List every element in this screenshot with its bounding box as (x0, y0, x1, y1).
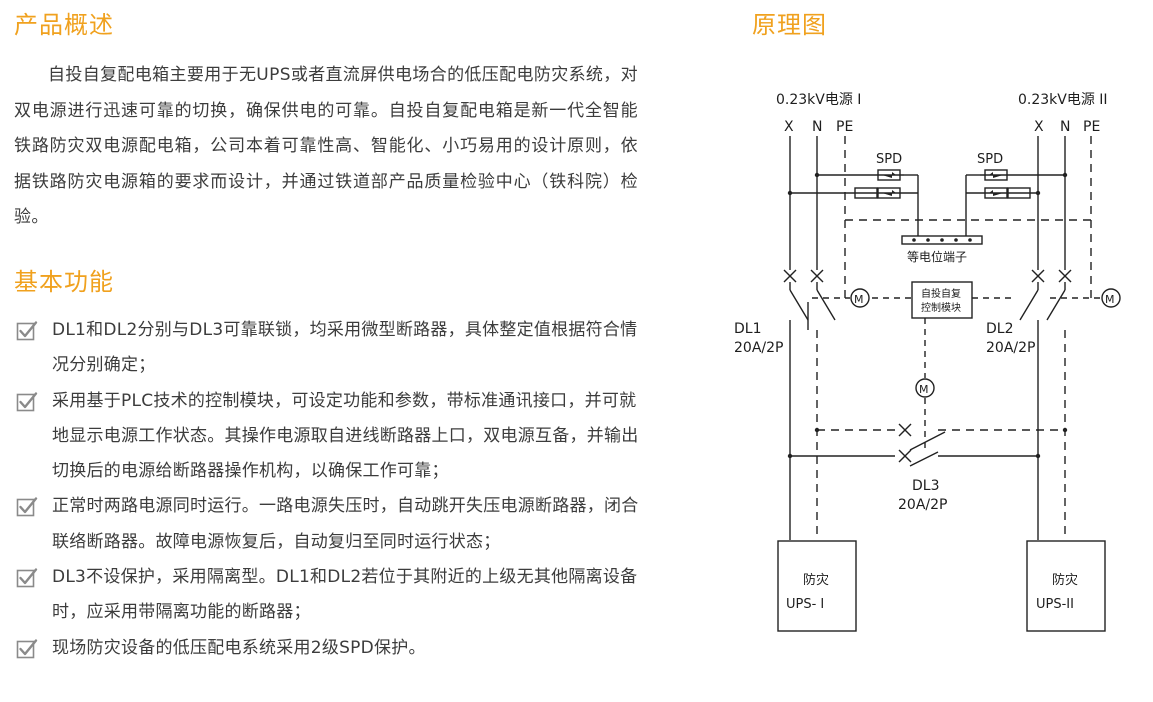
function-text: DL3不设保护，采用隔离型。DL1和DL2若位于其附近的上级无其他隔离设备时，应… (52, 567, 638, 623)
pe2-label: PE (1083, 119, 1100, 135)
spd-arrows (787, 172, 1068, 196)
n1-label: N (812, 119, 822, 135)
list-item: 正常时两路电源同时运行。一路电源失压时，自动跳开失压电源断路器，闭合联络断路器。… (14, 489, 642, 560)
breaker-contacts (783, 269, 1072, 283)
function-text: 采用基于PLC技术的控制模块，可设定功能和参数，带标准通讯接口，并可就地显示电源… (52, 390, 639, 482)
control-linkage (812, 281, 1121, 450)
module-label-line1: 自投自复 (921, 287, 961, 300)
ups2-label: 防灾 (1052, 572, 1078, 588)
ups1-name: UPS- I (786, 597, 824, 612)
list-item: 采用基于PLC技术的控制模块，可设定功能和参数，带标准通讯接口，并可就地显示电源… (14, 384, 642, 490)
junction-dots (787, 427, 1068, 459)
source1-label: 0.23kV电源 I (776, 92, 861, 108)
ups1-box (777, 540, 857, 632)
diagram-title: 原理图 (752, 11, 827, 39)
checkbox-checked-icon (16, 321, 38, 341)
dl1-label: DL1 (734, 321, 762, 337)
overview-title: 产品概述 (14, 11, 114, 39)
terminal-label: 等电位端子 (907, 249, 967, 264)
dl2-label: DL2 (986, 321, 1014, 337)
checkbox-checked-icon (16, 497, 38, 517)
x2-label: X (1034, 119, 1044, 135)
terminal-dots (912, 238, 972, 242)
motor2-label: M (1105, 293, 1115, 306)
list-item: 现场防灾设备的低压配电系统采用2级SPD保护。 (14, 631, 642, 666)
function-text: 现场防灾设备的低压配电系统采用2级SPD保护。 (52, 637, 426, 658)
module-label-line2: 控制模块 (921, 301, 961, 314)
checkbox-checked-icon (16, 391, 38, 411)
dl2-rating: 20A/2P (986, 340, 1035, 356)
n2-label: N (1060, 119, 1070, 135)
checkbox-checked-icon (16, 638, 38, 658)
function-list: DL1和DL2分别与DL3可靠联锁，均采用微型断路器，具体整定值根据符合情况分别… (14, 313, 642, 666)
dl1-rating: 20A/2P (734, 340, 783, 356)
schematic-diagram: 0.23kV电源 I 0.23kV电源 II X N PE X N PE (734, 92, 1121, 632)
spd1-label: SPD (876, 152, 902, 167)
wiring (789, 136, 1066, 321)
spd2-label: SPD (977, 152, 1003, 167)
list-item: DL3不设保护，采用隔离型。DL1和DL2若位于其附近的上级无其他隔离设备时，应… (14, 560, 642, 631)
spd-section (790, 169, 1091, 236)
tie-breaker (790, 423, 1065, 467)
ups2-name: UPS-II (1036, 597, 1074, 612)
ups2-box (1026, 540, 1106, 632)
equipotential-terminal (901, 235, 983, 245)
dl3-label: DL3 (912, 478, 940, 494)
ups1-label: 防灾 (803, 572, 829, 588)
motor3-label: M (919, 383, 929, 396)
source2-label: 0.23kV电源 II (1018, 92, 1108, 108)
dl3-rating: 20A/2P (898, 497, 947, 513)
function-text: DL1和DL2分别与DL3可靠联锁，均采用微型断路器，具体整定值根据符合情况分别… (52, 320, 638, 376)
functions-title: 基本功能 (14, 268, 114, 296)
pe1-label: PE (836, 119, 853, 135)
x1-label: X (784, 119, 794, 135)
motor1-label: M (854, 293, 864, 306)
overview-text: 自投自复配电箱主要用于无UPS或者直流屏供电场合的低压配电防灾系统，对双电源进行… (14, 65, 638, 227)
checkbox-checked-icon (16, 568, 38, 588)
list-item: DL1和DL2分别与DL3可靠联锁，均采用微型断路器，具体整定值根据符合情况分别… (14, 313, 642, 384)
function-text: 正常时两路电源同时运行。一路电源失压时，自动跳开失压电源断路器，闭合联络断路器。… (52, 496, 639, 552)
neutral-dashed (816, 330, 1066, 540)
